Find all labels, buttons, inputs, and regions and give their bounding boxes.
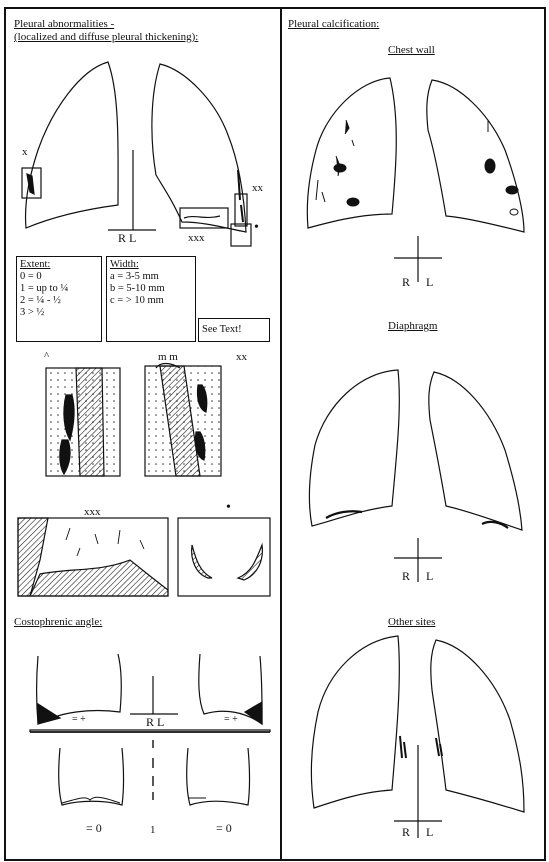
cp-label-2: = + (224, 714, 238, 726)
mark-xx-detail: xx (236, 351, 247, 363)
see-text-box: See Text! (198, 318, 270, 342)
costophrenic-sketches (30, 654, 270, 805)
mark-xxx-detail: xxx (84, 506, 101, 518)
extent-title: Extent: (20, 259, 98, 271)
cp-rl: R L (146, 716, 164, 728)
cp-mid-mark: 1 (150, 824, 156, 836)
left-heading-line1: Pleural abnormalities - (14, 18, 114, 30)
thickening-detail-panels (46, 364, 221, 477)
mark-rl: R L (118, 232, 136, 244)
other-sites-r: R (402, 826, 410, 838)
chest-wall-l: L (426, 276, 433, 288)
mark-dot-detail: • (226, 502, 231, 514)
width-line: a = 3-5 mm (110, 271, 192, 283)
extent-line: 2 = ¼ - ½ (20, 295, 98, 307)
costophrenic-heading: Costophrenic angle: (14, 616, 102, 628)
mark-mm: m m (158, 351, 178, 363)
right-heading: Pleural calcification: (288, 18, 379, 30)
diaphragm-l: L (426, 570, 433, 582)
mark-xx: xx (252, 182, 263, 194)
width-legend: Width: a = 3-5 mm b = 5-10 mm c = > 10 m… (106, 256, 196, 342)
section-title-chest-wall: Chest wall (388, 44, 435, 56)
cp-label-1: = + (72, 714, 86, 726)
width-title: Width: (110, 259, 192, 271)
chest-wall-r: R (402, 276, 410, 288)
section-title-diaphragm: Diaphragm (388, 320, 437, 332)
diaphragm-detail-panels (18, 518, 270, 596)
width-line: b = 5-10 mm (110, 283, 192, 295)
extent-line: 1 = up to ¼ (20, 283, 98, 295)
left-heading-line2: (localized and diffuse pleural thickenin… (14, 31, 198, 43)
extent-line: 0 = 0 (20, 271, 98, 283)
see-text-label: See Text! (202, 324, 266, 336)
cp-label-4: = 0 (216, 822, 232, 834)
diaphragm-r: R (402, 570, 410, 582)
section-title-other-sites: Other sites (388, 616, 435, 628)
extent-line: 3 > ½ (20, 307, 98, 319)
mark-x: x (22, 146, 28, 158)
mark-xxx: xxx (188, 232, 205, 244)
mark-caret: ^ (44, 350, 49, 362)
lungs-thickening-diagram (22, 62, 251, 246)
width-line: c = > 10 mm (110, 295, 192, 307)
other-sites-l: L (426, 826, 433, 838)
mark-dot: • (254, 222, 259, 234)
calcification-lungs (307, 78, 524, 838)
extent-legend: Extent: 0 = 0 1 = up to ¼ 2 = ¼ - ½ 3 > … (16, 256, 102, 342)
cp-label-3: = 0 (86, 822, 102, 834)
